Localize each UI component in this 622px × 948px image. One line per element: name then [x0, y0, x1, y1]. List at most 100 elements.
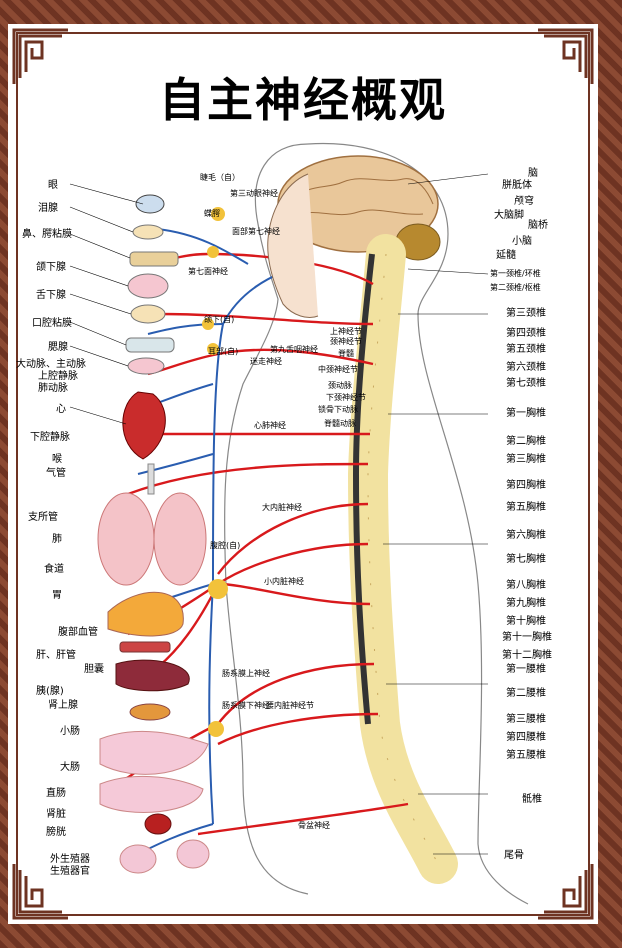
label-cardiopulmonary-nerve: 心肺神经: [254, 421, 286, 430]
label-gallbladder: 胆囊: [84, 664, 104, 675]
label-bronchi: 支所管: [28, 512, 58, 523]
label-esophagus: 食道: [44, 564, 64, 575]
label-kidney: 肾脏: [46, 809, 66, 820]
label-submandibular-gland: 颌下腺: [36, 262, 66, 273]
spinal-column-icon: [347, 234, 458, 884]
label-pons: 脑桥: [528, 220, 548, 231]
anatomy-illustration: [69, 142, 529, 905]
label-sublingual-gland: 舌下腺: [36, 290, 66, 301]
label-larynx: 喉: [52, 454, 62, 465]
label-l3: 第三腰椎: [506, 714, 546, 725]
label-spinal-artery: 脊髓动脉: [324, 419, 356, 428]
label-t10: 第十胸椎: [506, 616, 546, 627]
label-abdominal-vessels: 腹部血管: [58, 627, 98, 638]
label-t8: 第八胸椎: [506, 580, 546, 591]
label-submandibular-ganglion: 颌下(自): [204, 315, 235, 324]
corner-ornament-icon: [12, 28, 68, 84]
label-lumbar-splanchnic-ganglion: 腰内脏神经节: [266, 701, 314, 710]
label-cranial-vault: 颅穹: [514, 196, 534, 207]
label-brain: 脑: [528, 168, 538, 179]
label-inferior-cervical-ganglion: 下颈神经节: [326, 393, 366, 402]
leader-lines: [69, 173, 489, 855]
label-rectum: 直肠: [46, 788, 66, 799]
label-greater-splanchnic: 大内脏神经: [262, 503, 302, 512]
label-inferior-vena-cava: 下腔静脉: [30, 432, 70, 443]
corner-ornament-icon: [538, 864, 594, 920]
organs: [97, 194, 210, 874]
label-subclavian-artery: 锁骨下动脉: [318, 405, 358, 414]
label-t7: 第七胸椎: [506, 554, 546, 565]
label-seventh-facial-nerve: 第七面神经: [188, 267, 228, 276]
label-t1: 第一胸椎: [506, 408, 546, 419]
corner-ornament-icon: [538, 28, 594, 84]
label-middle-cervical-ganglion: 中颈神经节: [318, 365, 358, 374]
label-cerebellum: 小脑: [512, 236, 532, 247]
label-superior-ganglion: 上神经节: [330, 327, 362, 336]
poster: 自主神经概观: [8, 24, 598, 924]
label-eye: 眼: [48, 180, 58, 191]
label-l2: 第二腰椎: [506, 688, 546, 699]
label-parotid-gland: 腮腺: [48, 342, 68, 353]
label-t9: 第九胸椎: [506, 598, 546, 609]
label-lung: 肺: [52, 534, 62, 545]
label-medulla: 延髓: [496, 250, 516, 261]
label-t4: 第四胸椎: [506, 480, 546, 491]
label-c6: 第六颈椎: [506, 362, 546, 373]
page-title: 自主神经概观: [159, 73, 447, 127]
label-nasal-mucosa: 鼻、腭粘膜: [22, 229, 72, 240]
label-heart: 心: [56, 404, 66, 415]
label-ciliary: 睫毛（自）: [200, 173, 240, 182]
label-pelvic-nerve: 骨盆神经: [298, 821, 330, 830]
label-pulmonary-artery: 肺动脉: [38, 383, 68, 394]
label-l4: 第四腰椎: [506, 732, 546, 743]
label-superior-mesenteric: 肠系膜上神经: [222, 669, 270, 678]
label-t6: 第六胸椎: [506, 530, 546, 541]
label-oral-mucosa: 口腔粘膜: [32, 318, 72, 329]
label-l1: 第一腰椎: [506, 664, 546, 675]
label-bladder: 膀胱: [46, 827, 66, 838]
label-lesser-splanchnic: 小内脏神经: [264, 577, 304, 586]
label-c3: 第三颈椎: [506, 308, 546, 319]
label-celiac-ganglion: 腹腔(自): [210, 541, 241, 550]
label-otic-ganglion: 耳部(自): [208, 347, 239, 356]
brain-icon: [277, 155, 441, 261]
label-carotid-artery: 颈动脉: [328, 381, 352, 390]
label-superior-vena-cava: 上腔静脉: [38, 371, 78, 382]
label-t2: 第二胸椎: [506, 436, 546, 447]
label-t3: 第三胸椎: [506, 454, 546, 465]
label-c1: 第一颈椎/环椎: [490, 269, 541, 278]
label-lacrimal-gland: 泪腺: [38, 203, 58, 214]
label-sacrum: 骶椎: [522, 794, 542, 805]
label-liver: 肝、肝管: [36, 650, 76, 661]
ganglia: [202, 207, 228, 737]
label-pancreas: 胰(腺): [36, 686, 64, 697]
label-reproductive-organs: 生殖器官: [50, 866, 90, 877]
label-t11: 第十一胸椎: [502, 632, 552, 643]
label-t5: 第五胸椎: [506, 502, 546, 513]
label-glossopharyngeal: 第九舌咽神经: [270, 345, 318, 354]
label-stomach: 胃: [52, 590, 62, 601]
label-pterygopalatine: 蝶腭: [204, 209, 220, 218]
label-t12: 第十二胸椎: [502, 650, 552, 661]
label-c5: 第五颈椎: [506, 344, 546, 355]
label-c4: 第四颈椎: [506, 328, 546, 339]
label-trachea: 气管: [46, 468, 66, 479]
label-cerebral-peduncle: 大脑脚: [494, 210, 524, 221]
label-c2: 第二颈椎/枢椎: [490, 283, 541, 292]
label-vagus: 迷走神经: [250, 357, 282, 366]
corner-ornament-icon: [12, 864, 68, 920]
label-large-intestine: 大肠: [60, 762, 80, 773]
label-spinal-cord: 脊髓: [338, 349, 354, 358]
label-adrenal-gland: 肾上腺: [48, 700, 78, 711]
label-facial-nerve: 面部第七神经: [232, 227, 280, 236]
label-coccyx: 尾骨: [504, 850, 524, 861]
label-inferior-mesenteric: 肠系膜下神经: [222, 701, 270, 710]
label-corpus-callosum: 胼胝体: [502, 180, 532, 191]
label-aorta: 大动脉、主动脉: [16, 359, 86, 370]
label-external-genitalia: 外生殖器: [50, 854, 90, 865]
label-l5: 第五腰椎: [506, 750, 546, 761]
label-oculomotor: 第三动眼神经: [230, 189, 278, 198]
label-cervical-ganglion: 颈神经节: [330, 337, 362, 346]
border-line: [16, 32, 590, 916]
label-c7: 第七颈椎: [506, 378, 546, 389]
